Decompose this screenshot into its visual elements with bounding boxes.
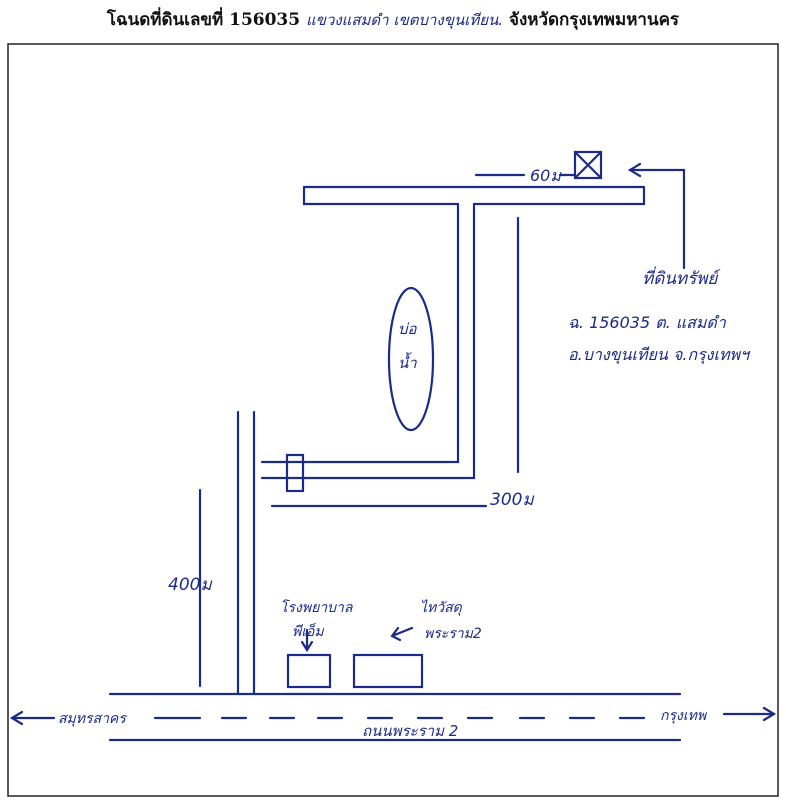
market-label-2: พระราม2: [424, 626, 482, 642]
property-marker: [573, 150, 603, 180]
to-right-label: กรุงเทพ: [660, 708, 708, 724]
to-left-label: สมุทรสาคร: [58, 711, 127, 727]
deed-title-location: แขวงแสมดำ เขตบางขุนเทียน.: [306, 11, 504, 29]
right-direction-arrow: [722, 706, 777, 722]
map-frame: [7, 43, 779, 797]
market-building: [352, 653, 424, 689]
deed-title-prefix: โฉนดที่ดินเลขที่ 156035: [106, 10, 301, 30]
pond-label-2: น้ำ: [398, 352, 417, 372]
deed-title-suffix: จังหวัดกรุงเทพมหานคร: [508, 10, 680, 30]
market-label-1: ไทวัสดุ: [420, 599, 463, 616]
distance-label-400: 400ม: [168, 575, 212, 595]
pond-shape: [387, 286, 435, 432]
road-marker-box: [285, 453, 305, 493]
connector-road: [260, 202, 476, 480]
deed-info-line2: อ.บางขุนเทียน จ.กรุงเทพฯ: [568, 345, 751, 365]
hospital-building: [286, 653, 332, 689]
main-road-label: ถนนพระราม 2: [362, 722, 458, 740]
property-arrow: [628, 168, 686, 270]
pond-label-1: บ่อ: [398, 320, 418, 338]
hospital-label-1: โรงพยาบาล: [280, 599, 354, 616]
property-arrowhead: [627, 162, 642, 178]
main-road: [108, 692, 682, 742]
deed-title: โฉนดที่ดินเลขที่ 156035 แขวงแสมดำ เขตบาง…: [0, 6, 786, 33]
property-marker-cross: [573, 150, 603, 180]
deed-info-line1: ฉ. 156035 ต. แสมดำ: [568, 313, 727, 332]
distance-label-300: 300ม: [490, 490, 534, 510]
hospital-label-2: พีเอ็ม: [292, 623, 324, 640]
property-label: ที่ดินทรัพย์: [642, 266, 721, 289]
top-road: [302, 185, 646, 206]
left-direction-arrow: [9, 710, 56, 726]
left-road: [236, 410, 256, 696]
market-arrow: [390, 626, 414, 642]
distance-label-60: 60ม: [530, 166, 562, 185]
hospital-arrow: [300, 628, 314, 653]
